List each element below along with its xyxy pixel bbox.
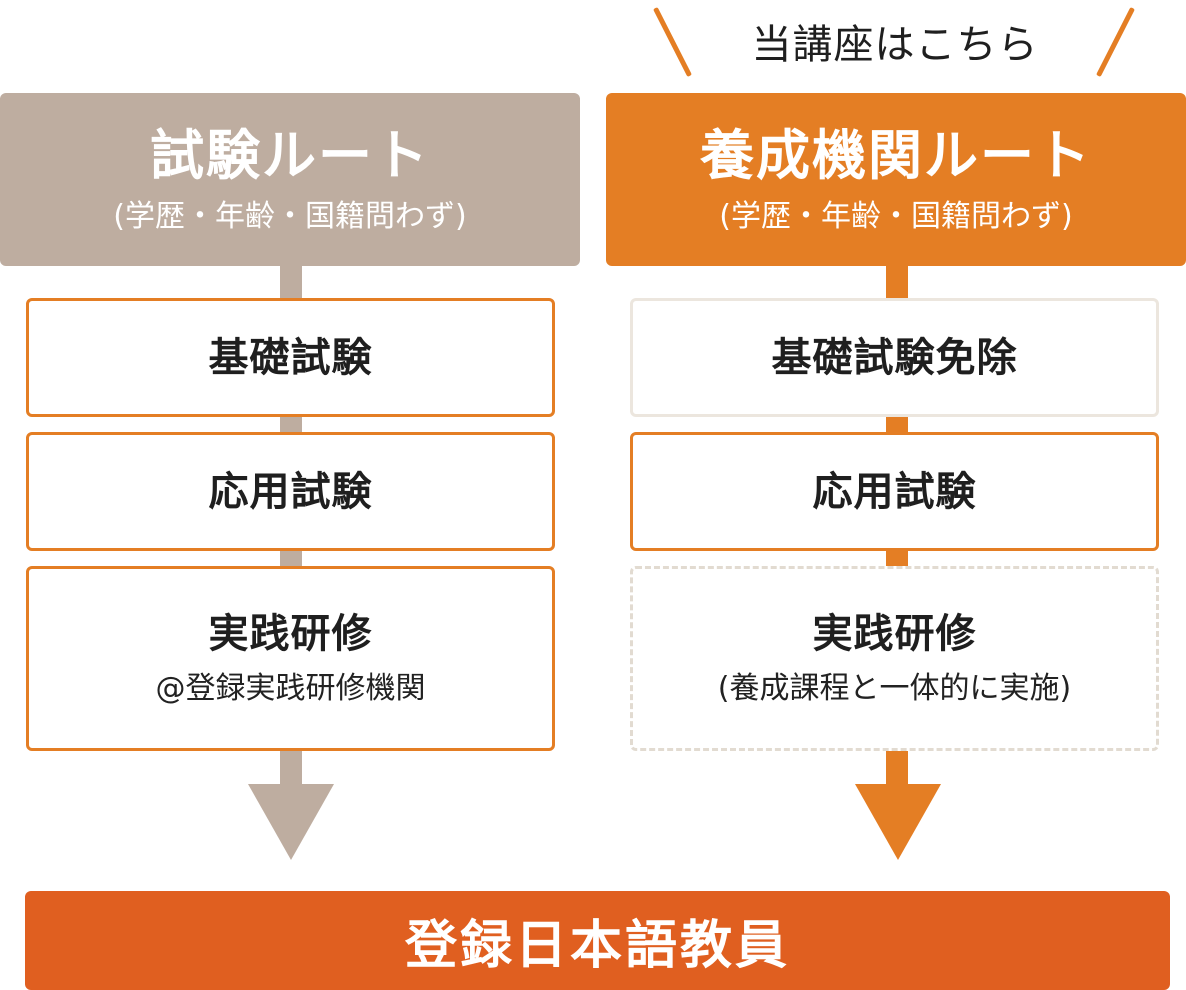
step-note: @登録実践研修機関	[155, 671, 426, 706]
exam-step-practical-training: 実践研修 @登録実践研修機関	[26, 566, 555, 751]
exam-step-applied-exam: 応用試験	[26, 432, 555, 551]
callout-label: 当講座はこちら	[751, 22, 1039, 68]
step-title: 応用試験	[812, 468, 977, 515]
callout-right-slash	[1096, 7, 1135, 77]
step-note: (養成課程と一体的に実施)	[717, 671, 1072, 706]
exam-step-basic-exam: 基礎試験	[26, 298, 555, 417]
exam-route-arrow-icon	[248, 784, 334, 860]
goal-banner: 登録日本語教員	[25, 891, 1170, 990]
school-route-header: 養成機関ルート (学歴・年齢・国籍問わず)	[606, 93, 1186, 266]
step-title: 応用試験	[208, 468, 373, 515]
callout-left-slash	[653, 7, 692, 77]
step-title: 実践研修	[812, 611, 977, 657]
exam-route-title: 試験ルート	[150, 124, 430, 188]
school-step-basic-exam-exempt: 基礎試験免除	[630, 298, 1159, 417]
step-title: 基礎試験免除	[771, 334, 1018, 381]
school-route-arrow-icon	[855, 784, 941, 860]
step-title: 実践研修	[208, 611, 373, 657]
school-step-applied-exam: 応用試験	[630, 432, 1159, 551]
exam-route-subtitle: (学歴・年齢・国籍問わず)	[113, 198, 467, 234]
exam-route-header: 試験ルート (学歴・年齢・国籍問わず)	[0, 93, 580, 266]
school-route-subtitle: (学歴・年齢・国籍問わず)	[719, 198, 1073, 234]
school-step-practical-training: 実践研修 (養成課程と一体的に実施)	[630, 566, 1159, 751]
step-title: 基礎試験	[208, 334, 373, 381]
school-route-title: 養成機関ルート	[700, 124, 1092, 188]
